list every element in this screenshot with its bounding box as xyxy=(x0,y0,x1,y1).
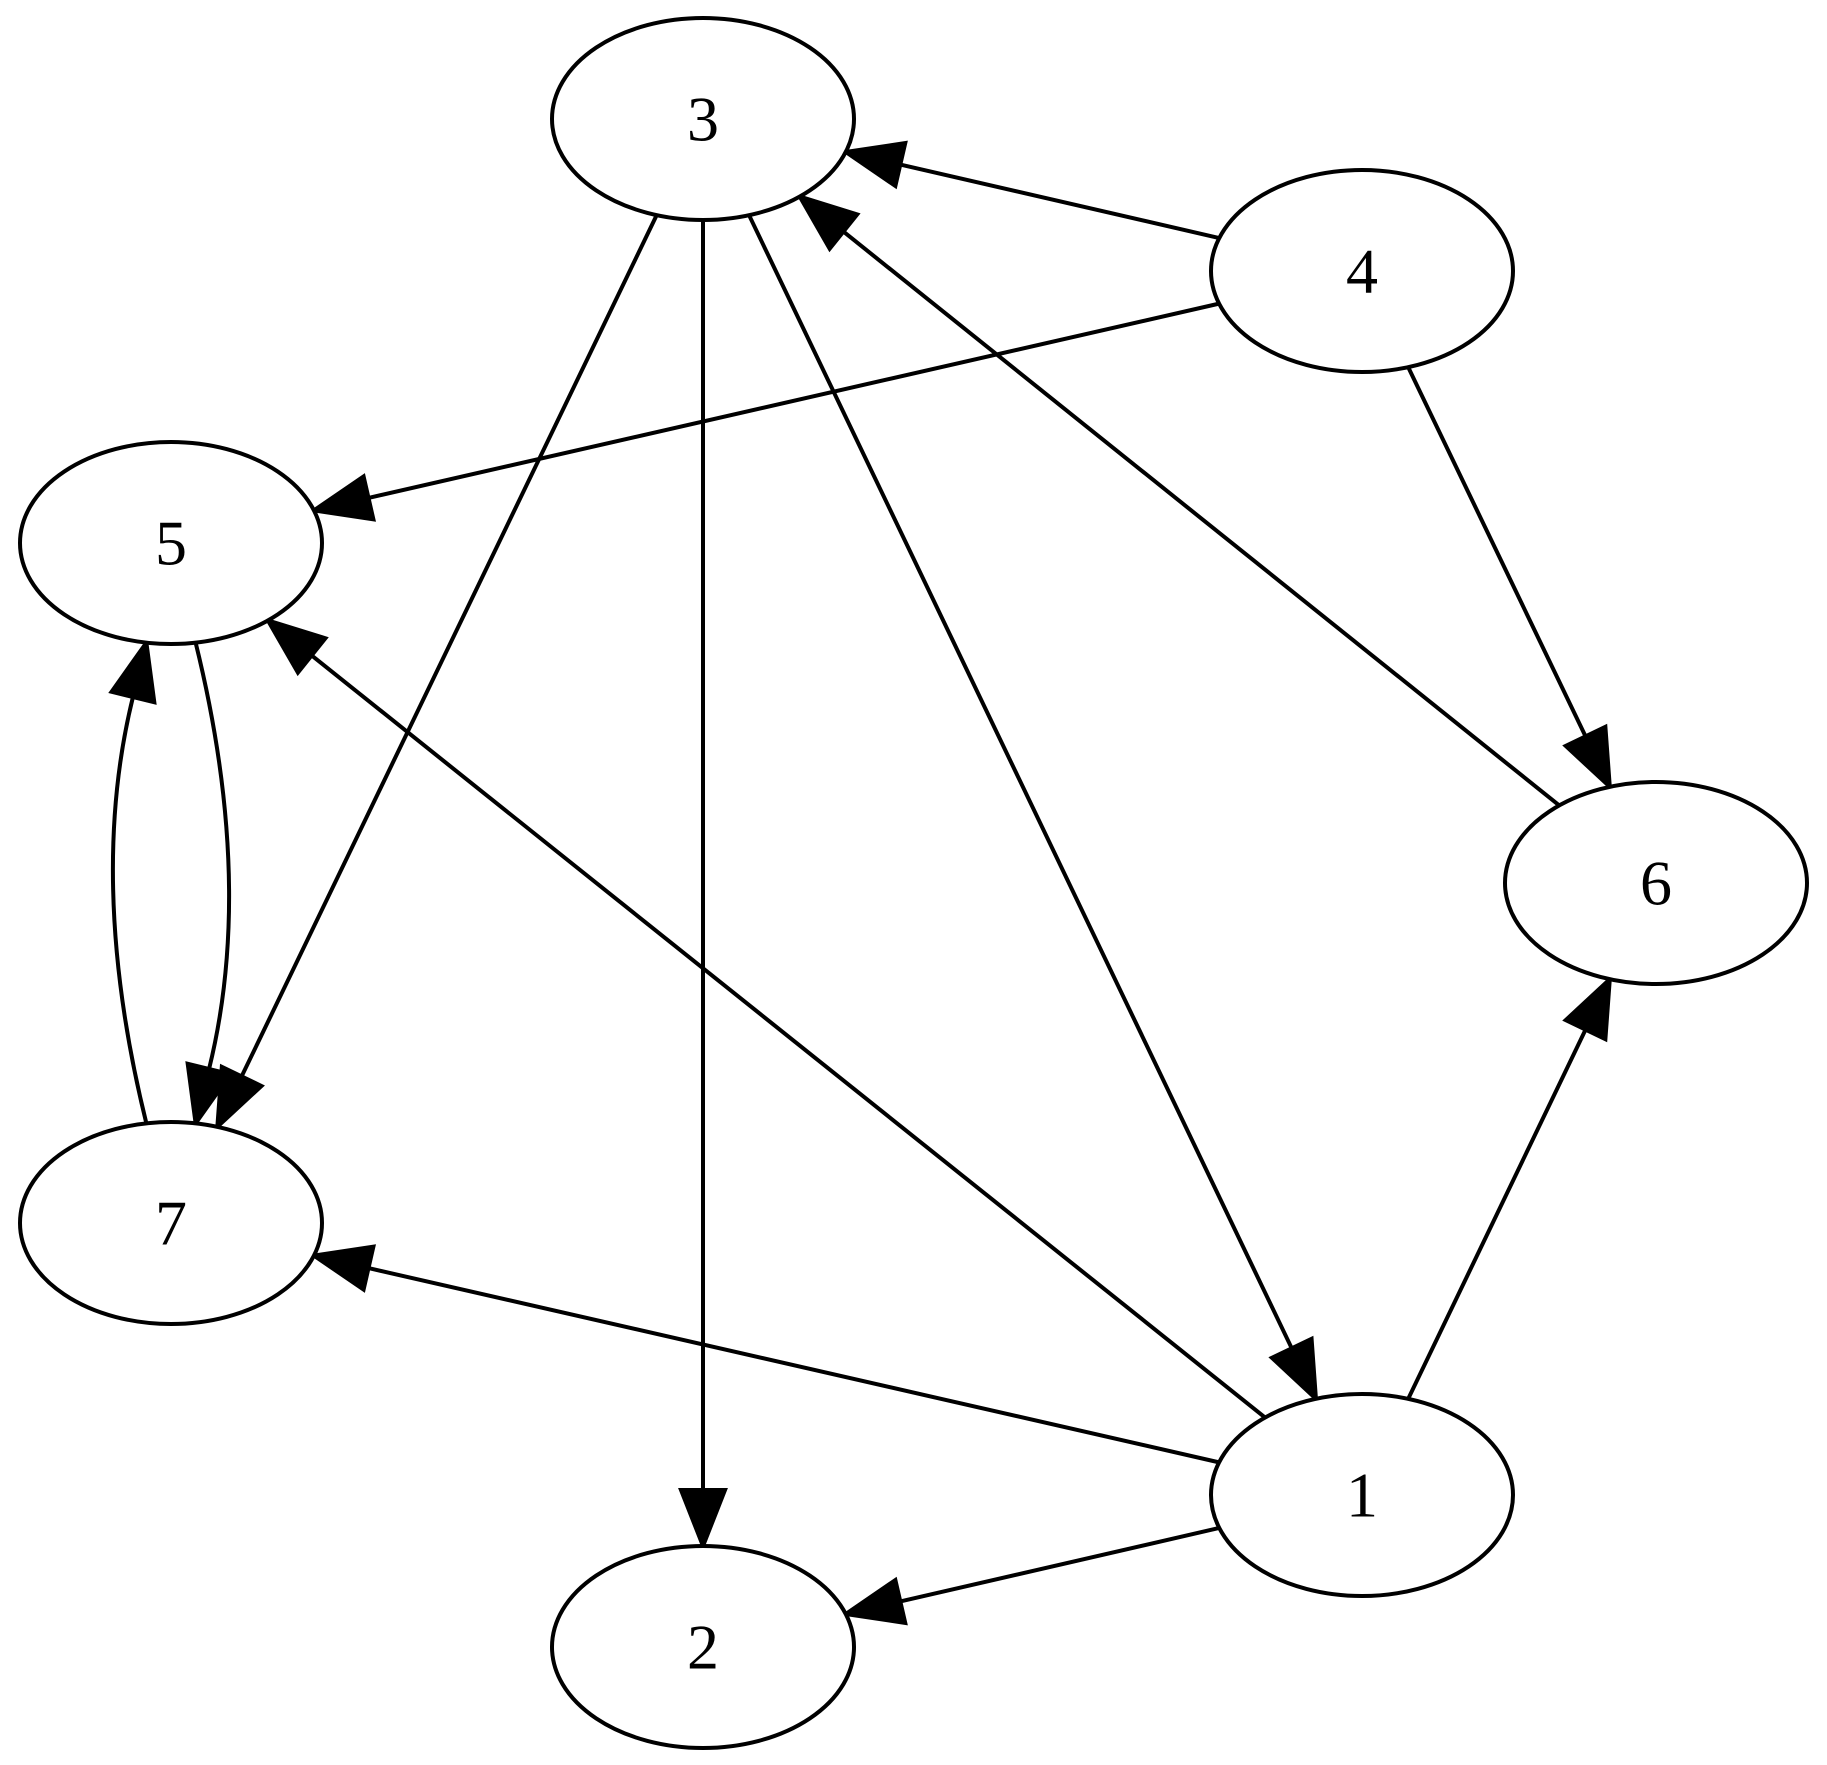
edge-3-to-2 xyxy=(678,220,728,1552)
edge-4-to-6 xyxy=(1406,366,1613,792)
edge-1-to-2 xyxy=(840,1525,1220,1626)
arrowhead xyxy=(678,1488,728,1552)
node-7-label: 7 xyxy=(155,1188,187,1259)
arrowhead xyxy=(308,473,376,522)
arrowhead xyxy=(1562,723,1613,792)
arrowhead xyxy=(263,617,329,677)
edge-7-to-5 xyxy=(108,637,157,1124)
edge-4-to-3 xyxy=(840,140,1220,241)
edge-1-to-6 xyxy=(1406,974,1613,1400)
edge-line xyxy=(899,1525,1220,1604)
edge-3-to-1 xyxy=(747,214,1319,1404)
node-6: 6 xyxy=(1503,780,1809,986)
edge-line xyxy=(310,653,1267,1420)
arrowhead xyxy=(185,1061,234,1129)
edge-5-to-7 xyxy=(185,642,234,1129)
edge-3-to-7 xyxy=(214,214,659,1132)
arrowhead xyxy=(108,637,157,705)
node-7: 7 xyxy=(18,1120,324,1326)
edge-line xyxy=(368,1266,1220,1465)
node-1: 1 xyxy=(1209,1392,1515,1598)
node-5-ellipse xyxy=(18,440,324,646)
node-4-label: 4 xyxy=(1346,236,1378,307)
edge-6-to-3 xyxy=(795,193,1561,808)
edge-4-to-5 xyxy=(308,301,1220,522)
node-1-ellipse xyxy=(1209,1392,1515,1598)
edge-line xyxy=(110,696,149,1124)
node-2-label: 2 xyxy=(687,1612,719,1683)
edges-layer xyxy=(108,140,1613,1626)
edge-line xyxy=(1406,366,1588,738)
node-7-ellipse xyxy=(18,1120,324,1326)
edge-line xyxy=(747,214,1294,1350)
arrowhead xyxy=(308,1244,376,1293)
node-3-label: 3 xyxy=(687,84,719,155)
edge-line xyxy=(239,214,659,1078)
node-1-label: 1 xyxy=(1346,1460,1378,1531)
node-4: 4 xyxy=(1209,168,1515,374)
node-6-label: 6 xyxy=(1640,848,1672,919)
node-5-label: 5 xyxy=(155,508,187,579)
node-2-ellipse xyxy=(550,1544,856,1750)
nodes-layer: 1 2 3 4 5 6 7 xyxy=(18,16,1809,1750)
node-4-ellipse xyxy=(1209,168,1515,374)
node-6-ellipse xyxy=(1503,780,1809,986)
node-3-ellipse xyxy=(550,16,856,222)
node-2: 2 xyxy=(550,1544,856,1750)
node-5: 5 xyxy=(18,440,324,646)
arrowhead xyxy=(214,1063,265,1132)
edge-line xyxy=(193,642,232,1070)
edge-line xyxy=(1406,1028,1588,1400)
edge-line xyxy=(899,162,1220,241)
edge-1-to-5 xyxy=(263,617,1267,1420)
arrowhead xyxy=(1562,974,1613,1043)
edge-line xyxy=(368,301,1220,500)
edge-line xyxy=(842,230,1561,808)
edge-1-to-7 xyxy=(308,1244,1220,1465)
arrowhead xyxy=(840,1576,908,1626)
node-3: 3 xyxy=(550,16,856,222)
arrowhead xyxy=(1268,1335,1319,1404)
arrowhead xyxy=(840,140,908,190)
arrowhead xyxy=(795,193,861,253)
